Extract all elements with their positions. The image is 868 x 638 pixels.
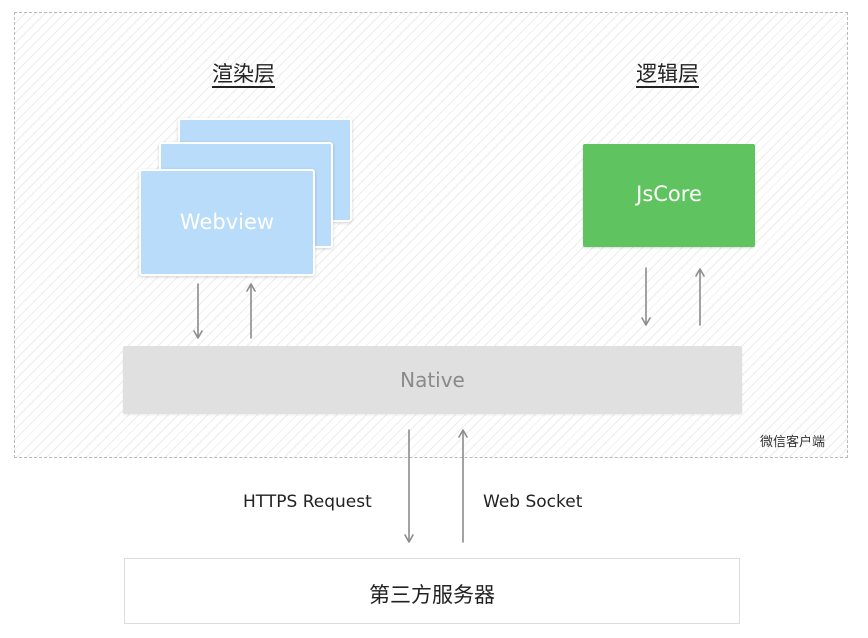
native-label: Native: [400, 368, 465, 392]
native-to-jscore-arrow: [695, 268, 705, 326]
jscore-box: JsCore: [583, 144, 755, 247]
logic-layer-title: 逻辑层: [636, 62, 699, 86]
jscore-to-native-arrow: [641, 267, 651, 326]
native-bar: Native: [123, 346, 742, 414]
https-request-label: HTTPS Request: [243, 492, 372, 512]
third-party-server-box: 第三方服务器: [124, 558, 740, 624]
webview-to-native-arrow: [193, 283, 203, 339]
third-party-server-label: 第三方服务器: [369, 583, 495, 607]
https-request-arrow: [404, 429, 414, 543]
web-socket-arrow: [458, 429, 468, 543]
webview-label: Webview: [179, 210, 275, 234]
jscore-label: JsCore: [636, 182, 702, 206]
native-to-webview-arrow: [246, 283, 256, 339]
wechat-client-label: 微信客户端: [760, 435, 826, 450]
web-socket-label: Web Socket: [483, 492, 583, 512]
webview-card-front: Webview: [139, 169, 315, 276]
render-layer-title: 渲染层: [212, 62, 275, 86]
